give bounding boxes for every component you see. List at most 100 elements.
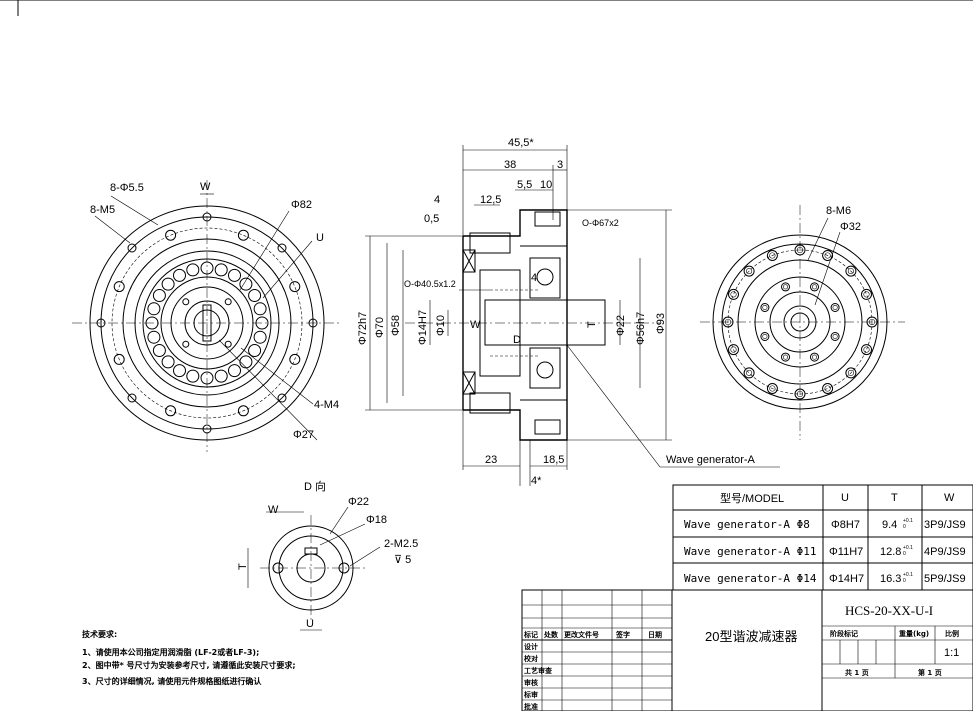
bolt-hole: [277, 243, 287, 253]
oring-40-5: O-Φ40.5x1.2: [404, 279, 456, 289]
tech-note: 3、尺寸的详细情况, 请使用元件规格图纸进行确认: [82, 676, 262, 686]
tolerance-upper: +0.1: [903, 518, 913, 524]
table-header-t: T: [891, 492, 898, 504]
table-header-u: U: [841, 492, 849, 504]
bearing-ball: [253, 302, 267, 316]
bolt-hole-inner: [868, 318, 876, 326]
head-cell: 日期: [648, 630, 662, 639]
tolerance-upper: +0.1: [903, 572, 913, 578]
bearing-ball: [152, 344, 166, 357]
bolt-hole-inner: [746, 268, 753, 275]
dim-0-5: 0,5: [424, 213, 439, 225]
inner-hole: [810, 282, 819, 292]
bolt-hole-inner: [847, 369, 854, 376]
table-cell-model: Wave generator-A Φ8: [684, 518, 810, 531]
label-phi-27: Φ27: [293, 429, 314, 441]
dim-12-5: 12,5: [480, 194, 501, 206]
bolt-hole-inner: [769, 252, 776, 259]
inner-hole: [781, 282, 790, 292]
bearing-ball: [239, 355, 253, 369]
table-cell-t: 9.4: [882, 519, 897, 531]
inner-hole-inner: [782, 284, 788, 290]
bolt-hole: [127, 393, 137, 403]
bolt-hole: [277, 393, 287, 403]
mid-label: 重量(kg): [899, 629, 929, 638]
bolt-hole-inner: [847, 268, 854, 275]
rear-inner-holes: [760, 282, 840, 362]
bolt-hole: [743, 265, 755, 277]
dim-10: 10: [540, 179, 552, 191]
dim-38: 38: [504, 159, 516, 171]
bearing-ball: [173, 364, 186, 378]
head-cell: 更改文件号: [564, 630, 599, 639]
head-cell: 标记: [523, 630, 538, 639]
table-header-w: W: [944, 492, 955, 504]
bearing-ball: [239, 277, 253, 291]
bolt-hole: [113, 353, 125, 365]
table-cell-t: 12.8: [880, 546, 901, 558]
table-cell-w: 4P9/JS9: [924, 546, 966, 558]
bolt-hole-inner: [824, 252, 831, 259]
mark-w: W: [470, 319, 481, 331]
table-header-model: 型号/MODEL: [720, 491, 784, 505]
bolt-hole-inner: [824, 385, 831, 392]
front-ball-ring: [145, 261, 269, 385]
bolt-hole: [822, 250, 834, 261]
dim-4-star: 4*: [531, 475, 542, 487]
bolt-hole: [165, 229, 177, 241]
front-bolt-holes: [96, 212, 318, 434]
model-table: 型号/MODEL U T W Wave generator-A Φ8 Φ8H7 …: [672, 484, 973, 591]
bolt-hole: [202, 424, 212, 434]
tolerance-lower: 0: [903, 578, 906, 584]
sheet-count: 共 1 页: [845, 668, 869, 677]
front-view: 8-Φ5.5 8-M5 W Φ82 U 4-M4 Φ27: [72, 180, 342, 452]
detail-t: T: [237, 563, 249, 570]
m4-hole: [224, 340, 232, 348]
label-phi-32: Φ32: [840, 221, 861, 233]
bearing-ball: [248, 344, 262, 357]
drawing-border: [0, 0, 973, 16]
bolt-hole: [722, 316, 734, 328]
inner-hole: [830, 332, 840, 341]
bolt-hole: [866, 316, 878, 328]
left-row-label: 批准: [524, 702, 538, 711]
bearing-ball: [161, 277, 175, 291]
inner-hole-inner: [811, 284, 817, 290]
detail-title: D 向: [304, 479, 326, 493]
left-row-label: 校对: [524, 654, 538, 663]
m4-hole: [182, 298, 190, 306]
dim-phi-56h7: Φ56h7: [635, 312, 647, 345]
table-cell-t: 16.3: [880, 573, 901, 585]
bearing-ball: [255, 316, 269, 330]
dim-phi-70: Φ70: [374, 317, 386, 338]
bearing-ball: [147, 330, 161, 344]
bolt-hole: [728, 344, 739, 356]
bolt-hole: [202, 212, 212, 222]
bolt-hole: [127, 243, 137, 253]
bolt-hole-inner: [796, 390, 804, 398]
bolt-hole-inner: [724, 318, 732, 326]
rear-bolt-holes: [722, 244, 878, 400]
bolt-hole: [794, 244, 806, 256]
table-cell-model: Wave generator-A Φ11: [684, 545, 816, 558]
mark-t: T: [586, 321, 598, 328]
bolt-hole: [96, 318, 106, 328]
part-name: 20型谐波减速器: [705, 629, 797, 644]
head-cell: 处数: [543, 630, 559, 639]
bearing-ball: [186, 369, 200, 383]
detail-depth: ⊽ 5: [394, 554, 411, 566]
left-row-label: 设计: [524, 642, 538, 651]
dim-23: 23: [485, 454, 497, 466]
inner-hole-inner: [782, 354, 788, 360]
bolt-hole: [766, 250, 778, 261]
bearing-ball: [173, 268, 186, 282]
sheet-number: 第 1 页: [918, 668, 942, 677]
part-code: HCS-20-XX-U-I: [845, 603, 933, 618]
bolt-hole: [822, 383, 834, 394]
bearing-ball: [200, 261, 214, 275]
m4-hole: [224, 298, 232, 306]
detail-u: U: [306, 618, 314, 630]
dim-4: 4: [434, 194, 440, 206]
bolt-hole-inner: [730, 291, 737, 298]
bearing-ball: [228, 364, 241, 378]
